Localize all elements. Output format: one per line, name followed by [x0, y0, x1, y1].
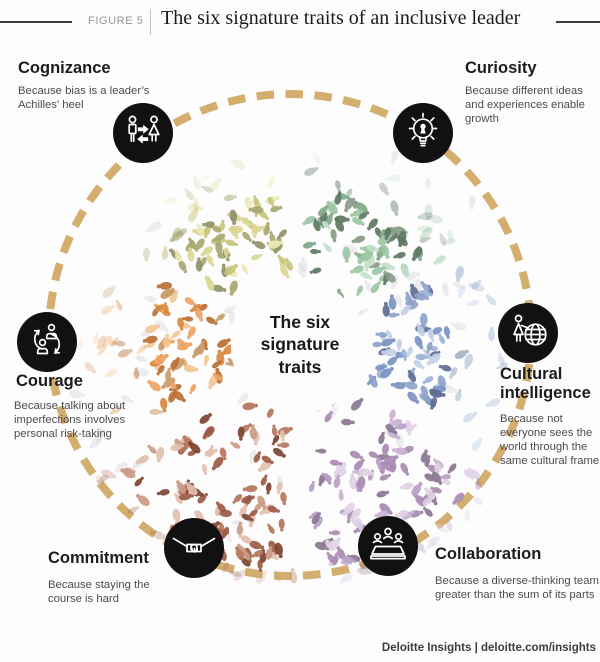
meeting-table-icon — [358, 516, 418, 576]
trait-desc-curiosity: Because different ideas and experiences … — [465, 85, 585, 125]
trait-name-commitment: Commitment — [48, 549, 149, 567]
header-rule-right — [556, 21, 600, 23]
figure-title: The six signature traits of an inclusive… — [161, 7, 521, 29]
trait-name-cultural-intelligence: Cultural intelligence — [500, 365, 591, 402]
trait-name-collaboration: Collaboration — [435, 545, 542, 563]
center-label: The six signature traits — [228, 311, 372, 378]
trait-name-curiosity: Curiosity — [465, 59, 537, 77]
trait-desc-cultural-intelligence: Because not everyone sees the world thro… — [500, 413, 600, 467]
header-rule-left — [0, 21, 72, 23]
center-label-line: The six — [269, 312, 331, 332]
trait-desc-courage: Because talking about imperfections invo… — [14, 400, 126, 440]
trait-desc-cognizance: Because bias is a leader’s Achilles' hee… — [18, 85, 150, 111]
handshake-icon — [164, 518, 224, 578]
lightbulb-icon — [393, 103, 453, 163]
trait-name-courage: Courage — [16, 372, 83, 390]
people-exchange-icon — [113, 103, 173, 163]
trait-name-cognizance: Cognizance — [18, 59, 111, 77]
trait-desc-collaboration: Because a diverse-thinking team is great… — [435, 575, 600, 601]
trait-desc-commitment: Because staying the course is hard — [48, 579, 150, 605]
figure-number-label: FIGURE 5 — [88, 15, 144, 27]
header-divider — [150, 9, 151, 35]
crowd-illustration — [68, 150, 514, 584]
center-label-line: signature — [260, 334, 340, 355]
center-label-line: traits — [278, 356, 322, 377]
center-circle — [231, 280, 365, 414]
figure-header: FIGURE 5 The six signature traits of an … — [0, 0, 600, 44]
source-credit: Deloitte Insights | deloitte.com/insight… — [381, 642, 596, 654]
person-globe-icon — [498, 303, 558, 363]
cycle-people-icon — [17, 312, 77, 372]
